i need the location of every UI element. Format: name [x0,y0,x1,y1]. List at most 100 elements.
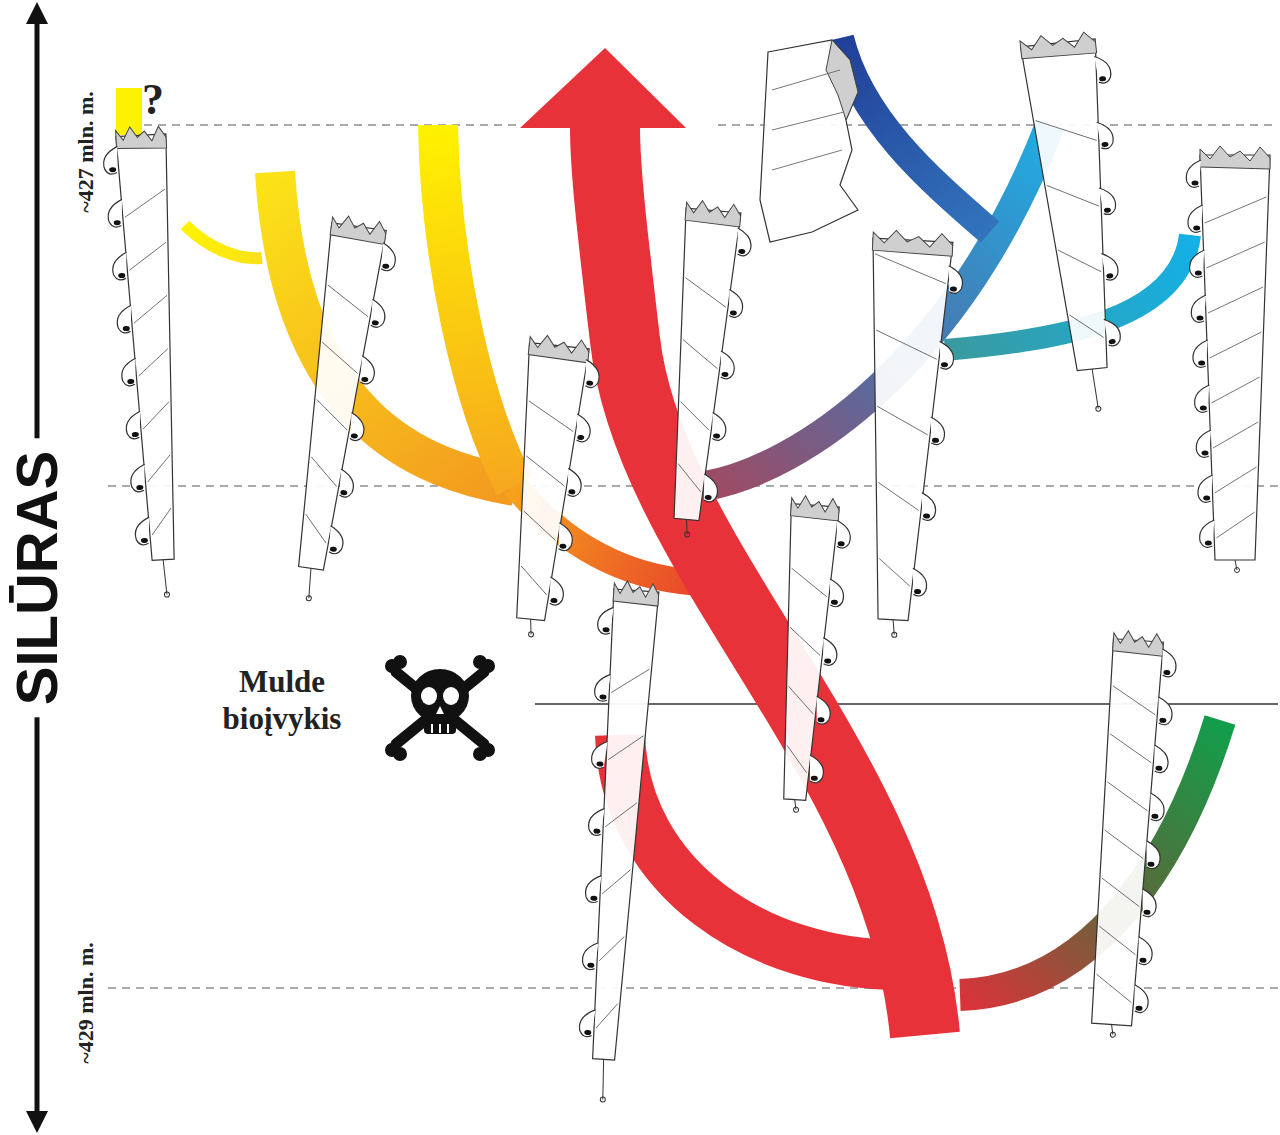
theca-hook [1191,295,1206,322]
lineage-band [840,38,990,232]
theca-hook [1097,121,1115,150]
theca-aperture [1099,76,1106,82]
graptolite-rhabdosome [1086,630,1179,1040]
thecal-line [602,868,630,896]
thecal-line [524,456,568,486]
theca-hook [1133,985,1150,1013]
theca-hook [1094,55,1112,84]
theca-hook [1196,430,1211,457]
thecal-line [608,734,643,762]
graptolite-rhabdosome [852,229,965,640]
extinction-symbol [385,655,495,761]
rhabdosome-broken-top [330,214,388,244]
lineage-band [438,125,515,486]
thecal-line [1206,242,1264,268]
bone-end [473,655,487,669]
theca-aperture [713,433,720,439]
sicula-end [1235,568,1240,573]
skull-tooth [447,724,449,733]
theca-hook [565,468,583,497]
thecal-line [133,295,169,323]
thecal-line [1111,686,1157,715]
theca-hook [719,351,736,380]
skull-tooth [431,724,433,733]
theca-hook [588,808,605,836]
theca-hook [379,243,397,272]
theca-hook [1198,475,1213,502]
graptolite-rhabdosome [1186,146,1270,573]
theca-aperture [811,776,818,781]
rhabdosome-body [1087,639,1164,1027]
sicula-end [164,592,169,597]
thecal-line [1108,734,1153,763]
thecal-line [526,401,576,432]
rhabdosome-group [102,29,1270,1104]
theca-hook [735,228,752,257]
theca-aperture [1203,496,1210,501]
theca-hook [1200,520,1215,547]
bioevent-label: Mulde bioįvykis [195,663,370,737]
rhabdosome-broken-top [790,495,839,521]
thecal-line [596,1002,618,1029]
thecal-line [137,349,169,377]
theca-aperture [1101,142,1108,148]
sicula-end [1110,1032,1115,1037]
age-label: ~427 mln. m. [73,91,99,212]
thecal-line [1097,926,1137,955]
sicula-end [684,532,689,537]
rhabdosome-broken-top [115,125,166,151]
theca-aperture [1143,909,1150,914]
theca-aperture [590,895,597,900]
theca-aperture [1135,1005,1142,1010]
main-lineage-arrowhead [520,48,686,128]
theca-aperture [550,598,557,604]
theca-aperture [330,546,338,552]
thecal-line [518,566,549,595]
theca-hook [1161,649,1178,677]
thecal-line [874,254,947,284]
theca-hook [556,523,574,552]
theca-aperture [914,589,921,594]
thecal-line [785,745,808,772]
rhabdosome-body [116,134,188,561]
theca-hook [938,341,954,369]
thecal-line [676,464,703,492]
theca-aperture [1198,361,1205,366]
theca-aperture [1192,181,1199,186]
thecal-line [877,482,920,510]
sicula-end [306,595,312,601]
theca-hook [1157,697,1174,725]
theca-hook [594,673,611,701]
thecal-line [142,402,171,429]
thecal-line [772,112,844,130]
skull-eye [421,687,437,705]
theca-aperture [950,286,957,291]
bone-end [393,655,407,669]
theca-hook [828,579,845,607]
theca-hook [597,606,614,634]
theca-hook [1188,205,1203,232]
thecal-line [1205,197,1267,223]
rhabdosome-body [501,343,589,623]
theca-aperture [361,377,369,383]
theca-aperture [127,379,134,384]
theca-aperture [568,489,575,495]
theca-aperture [704,495,711,501]
skull-tooth [439,724,441,733]
nema [163,560,167,595]
rhabdosome-body [284,223,386,572]
thecal-line [521,511,558,540]
theca-aperture [371,320,379,326]
theca-hook [591,740,608,768]
theca-aperture [1195,271,1202,276]
theca-aperture [1159,718,1166,723]
theca-hook [1101,252,1119,281]
rhabdosome-body [1021,39,1130,373]
rhabdosome-outline [760,40,858,242]
theca-aperture [1104,207,1111,213]
theca-aperture [1197,316,1204,321]
graptolite-rhabdosome [564,579,659,1103]
theca-hook [112,252,128,280]
thecal-line [319,342,362,373]
